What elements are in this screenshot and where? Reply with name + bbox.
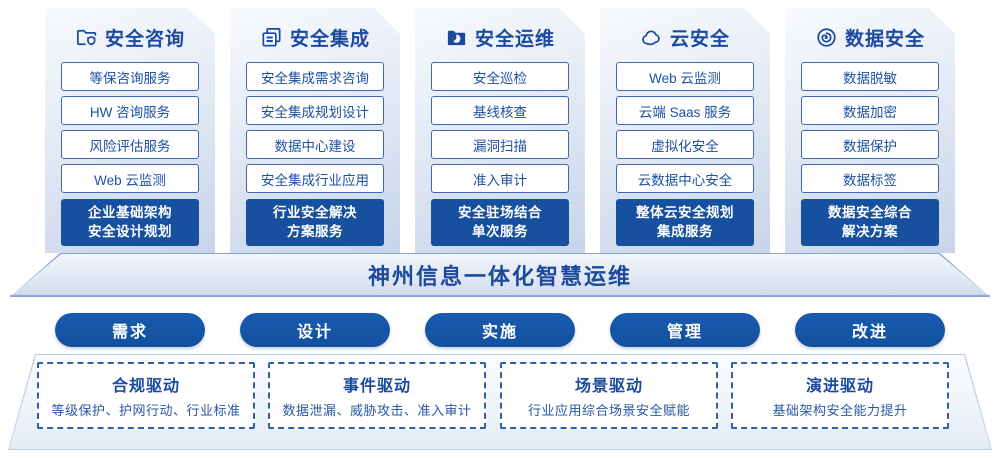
service-item: 风险评估服务 — [61, 130, 199, 159]
cloud-icon — [640, 26, 663, 49]
service-item: 安全集成需求咨询 — [246, 62, 384, 91]
column-title: 云安全 — [669, 28, 730, 50]
process-pill-requirement: 需求 — [55, 313, 205, 347]
service-item: 虚拟化安全 — [616, 130, 754, 159]
highlight-line: 解决方案 — [842, 223, 898, 239]
driver-desc: 基础架构安全能力提升 — [772, 403, 908, 418]
highlight-line: 行业安全解决 — [273, 204, 357, 220]
driver-desc: 等级保护、护网行动、行业标准 — [51, 403, 241, 418]
highlight-line: 企业基础架构 — [88, 204, 172, 220]
service-item: 基线核查 — [431, 96, 569, 125]
service-item: 数据加密 — [801, 96, 939, 125]
column-title: 安全咨询 — [104, 28, 185, 50]
highlight-line: 数据安全综合 — [828, 204, 912, 220]
column-header: 云安全 — [616, 22, 754, 52]
column-title: 安全运维 — [474, 28, 555, 50]
highlight-line: 整体云安全规划 — [636, 204, 734, 220]
highlight-line: 方案服务 — [287, 223, 343, 239]
column-header: 安全咨询 — [61, 22, 199, 52]
service-item: HW 咨询服务 — [61, 96, 199, 125]
banner-fill — [11, 254, 989, 296]
service-item: 数据脱敏 — [801, 62, 939, 91]
service-item: 数据中心建设 — [246, 130, 384, 159]
service-item: 安全巡检 — [431, 62, 569, 91]
highlight-line: 单次服务 — [472, 223, 528, 239]
highlight-line: 集成服务 — [657, 223, 713, 239]
column-highlight: 行业安全解决 方案服务 — [246, 199, 384, 246]
driver-box-compliance: 合规驱动 等级保护、护网行动、行业标准 — [37, 362, 255, 429]
column-highlight: 整体云安全规划 集成服务 — [616, 199, 754, 246]
column-security-consulting: 安全咨询 等保咨询服务 HW 咨询服务 风险评估服务 Web 云监测 企业基础架… — [45, 8, 215, 253]
driver-box-evolution: 演进驱动 基础架构安全能力提升 — [731, 362, 949, 429]
service-item: Web 云监测 — [61, 164, 199, 193]
service-item: 数据保护 — [801, 130, 939, 159]
service-item: 准入审计 — [431, 164, 569, 193]
column-header: 安全集成 — [246, 22, 384, 52]
banner-underline — [10, 295, 990, 297]
documents-icon — [260, 26, 283, 49]
folder-pie-icon — [445, 26, 468, 49]
column-header: 数据安全 — [801, 22, 939, 52]
process-pill-implementation: 实施 — [425, 313, 575, 347]
column-security-integration: 安全集成 安全集成需求咨询 安全集成规划设计 数据中心建设 安全集成行业应用 行… — [230, 8, 400, 253]
service-item: 等保咨询服务 — [61, 62, 199, 91]
service-item: 漏洞扫描 — [431, 130, 569, 159]
highlight-line: 安全驻场结合 — [458, 204, 542, 220]
column-title: 数据安全 — [844, 28, 925, 50]
driver-title: 合规驱动 — [111, 378, 180, 395]
service-item: Web 云监测 — [616, 62, 754, 91]
service-item: 云端 Saas 服务 — [616, 96, 754, 125]
column-title: 安全集成 — [289, 28, 370, 50]
driver-box-scenario: 场景驱动 行业应用综合场景安全赋能 — [500, 362, 718, 429]
driver-box-incident: 事件驱动 数据泄漏、威胁攻击、准入审计 — [268, 362, 486, 429]
driver-title: 事件驱动 — [342, 378, 411, 395]
service-item: 数据标签 — [801, 164, 939, 193]
platform-banner: 神州信息一体化智慧运维 — [10, 253, 990, 297]
column-cloud-security: 云安全 Web 云监测 云端 Saas 服务 虚拟化安全 云数据中心安全 整体云… — [600, 8, 770, 253]
column-security-operations: 安全运维 安全巡检 基线核查 漏洞扫描 准入审计 安全驻场结合 单次服务 — [415, 8, 585, 253]
process-pill-management: 管理 — [610, 313, 760, 347]
column-data-security: 数据安全 数据脱敏 数据加密 数据保护 数据标签 数据安全综合 解决方案 — [785, 8, 955, 253]
banner-title: 神州信息一体化智慧运维 — [367, 264, 632, 289]
driver-title: 演进驱动 — [805, 378, 874, 395]
service-item: 安全集成行业应用 — [246, 164, 384, 193]
column-highlight: 数据安全综合 解决方案 — [801, 199, 939, 246]
fingerprint-icon — [815, 26, 838, 49]
driver-desc: 数据泄漏、威胁攻击、准入审计 — [282, 403, 472, 418]
column-highlight: 安全驻场结合 单次服务 — [431, 199, 569, 246]
column-highlight: 企业基础架构 安全设计规划 — [61, 199, 199, 246]
column-header: 安全运维 — [431, 22, 569, 52]
process-pill-improvement: 改进 — [795, 313, 945, 347]
process-pill-design: 设计 — [240, 313, 390, 347]
driver-desc: 行业应用综合场景安全赋能 — [527, 403, 690, 418]
service-item: 云数据中心安全 — [616, 164, 754, 193]
highlight-line: 安全设计规划 — [88, 223, 172, 239]
service-item: 安全集成规划设计 — [246, 96, 384, 125]
driver-title: 场景驱动 — [574, 378, 643, 395]
folder-shield-icon — [75, 26, 98, 49]
